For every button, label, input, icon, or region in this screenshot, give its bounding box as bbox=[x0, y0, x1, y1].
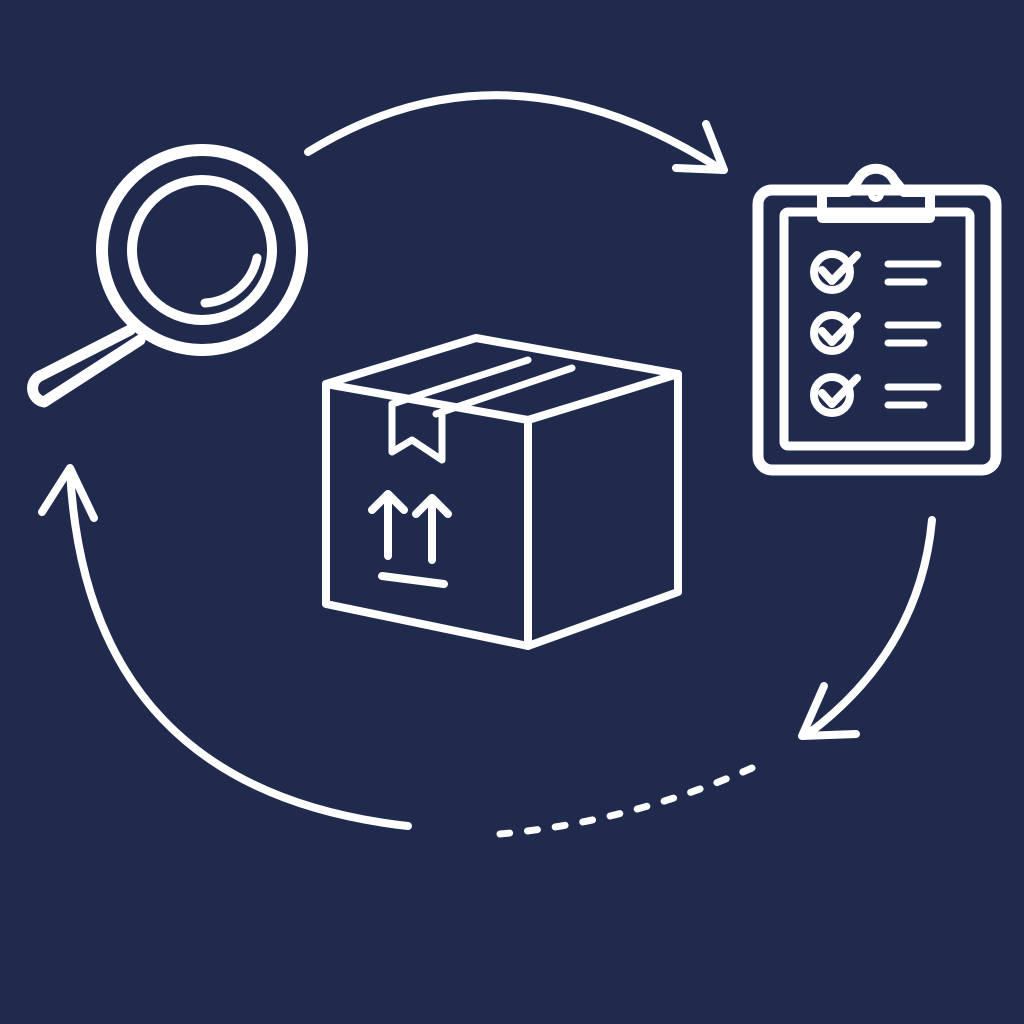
checklist-item bbox=[810, 311, 942, 355]
connector-arrow bbox=[304, 91, 728, 174]
connector-dashed bbox=[496, 764, 756, 838]
magnifying-glass-icon bbox=[27, 144, 308, 408]
connector-arrow bbox=[798, 516, 936, 740]
this-side-up-arrows-icon bbox=[368, 490, 452, 588]
checklist-item bbox=[810, 373, 942, 417]
shipping-box-icon bbox=[322, 334, 682, 650]
connector-arrow bbox=[38, 464, 412, 830]
clipboard-checklist-icon bbox=[752, 163, 1002, 476]
checklist-item bbox=[810, 250, 942, 294]
